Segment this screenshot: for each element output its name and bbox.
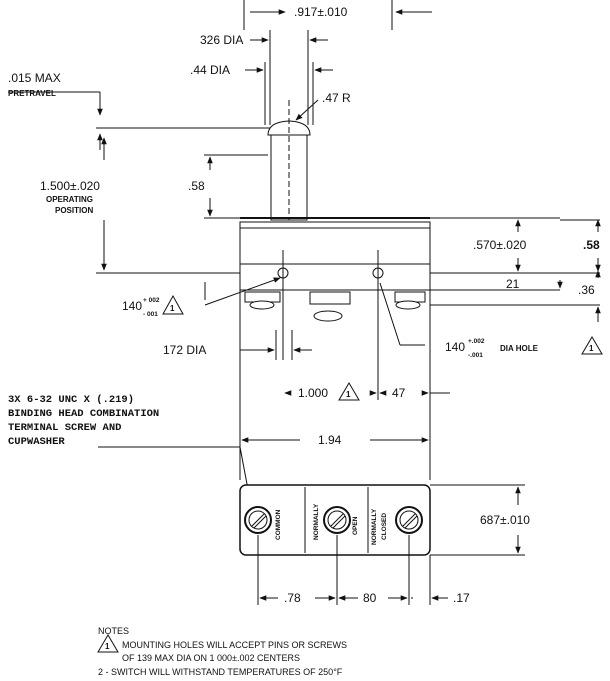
dim-570: .570±.020 xyxy=(473,238,527,252)
dim-78: .78 xyxy=(284,591,301,605)
dim-hole-left: 140 xyxy=(122,299,142,313)
dim-plunger-dia: 326 DIA xyxy=(200,33,243,47)
dim-boss-dia: .44 DIA xyxy=(190,63,230,77)
note-ref-spacing: 1 xyxy=(346,390,351,399)
note-2: 2 - SWITCH WILL WITHSTAND TEMPERATURES O… xyxy=(98,667,343,677)
dim-80: 80 xyxy=(363,591,377,605)
label-pretravel: PRETRAVEL xyxy=(8,89,56,98)
dim-hole-left-tol-plus: + 002 xyxy=(143,297,160,304)
dim-21: 21 xyxy=(506,277,520,291)
dim-top-width: .917±.010 xyxy=(294,5,348,19)
dim-58: .58 xyxy=(583,238,600,252)
label-common: COMMON xyxy=(275,509,282,540)
dim-hole-right-tol-minus: -.001 xyxy=(468,352,483,359)
label-open: OPEN xyxy=(352,516,359,535)
label-normally-closed-1: NORMALLY xyxy=(371,508,378,545)
note-1-ref: 1 xyxy=(105,642,110,651)
terminal-note-line-3: TERMINAL SCREW AND xyxy=(8,422,121,434)
dim-36: .36 xyxy=(578,283,595,297)
dim-hole-left-tol-minus: - 001 xyxy=(143,311,158,318)
terminal-note-line-2: BINDING HEAD COMBINATION xyxy=(8,408,159,420)
dim-max-pretravel: .015 MAX xyxy=(8,71,61,85)
note-ref-right: 1 xyxy=(589,344,594,353)
dim-operating-position: 1.500±.020 xyxy=(40,179,100,193)
note-ref-left: 1 xyxy=(170,304,175,313)
notes-title: NOTES xyxy=(98,626,129,636)
note-1-line-2: OF 139 MAX DIA ON 1 000±.002 CENTERS xyxy=(122,653,300,663)
label-closed: CLOSED xyxy=(381,513,388,540)
label-position: POSITION xyxy=(55,206,93,215)
terminal-note-line-4: CUPWASHER xyxy=(8,436,65,448)
dim-plunger-length: .58 xyxy=(188,179,205,193)
dim-radius: .47 R xyxy=(322,91,351,105)
dim-17: .17 xyxy=(453,591,470,605)
terminal-note-line-1: 3X 6-32 UNC X (.219) xyxy=(8,394,134,406)
label-operating: OPERATING xyxy=(46,195,93,204)
note-1-line-1: MOUNTING HOLES WILL ACCEPT PINS OR SCREW… xyxy=(122,640,347,650)
dim-687: 687±.010 xyxy=(480,513,530,527)
label-normally-open-1: NORMALLY xyxy=(313,503,320,540)
dim-hole-right: 140 xyxy=(445,340,465,354)
dim-47: 47 xyxy=(392,386,406,400)
dim-172-dia: 172 DIA xyxy=(163,343,206,357)
dim-hole-spacing: 1.000 xyxy=(298,386,328,400)
dim-width-194: 1.94 xyxy=(318,433,342,447)
label-dia-hole: DIA HOLE xyxy=(500,344,539,353)
dim-hole-right-tol-plus: +.002 xyxy=(468,338,485,345)
